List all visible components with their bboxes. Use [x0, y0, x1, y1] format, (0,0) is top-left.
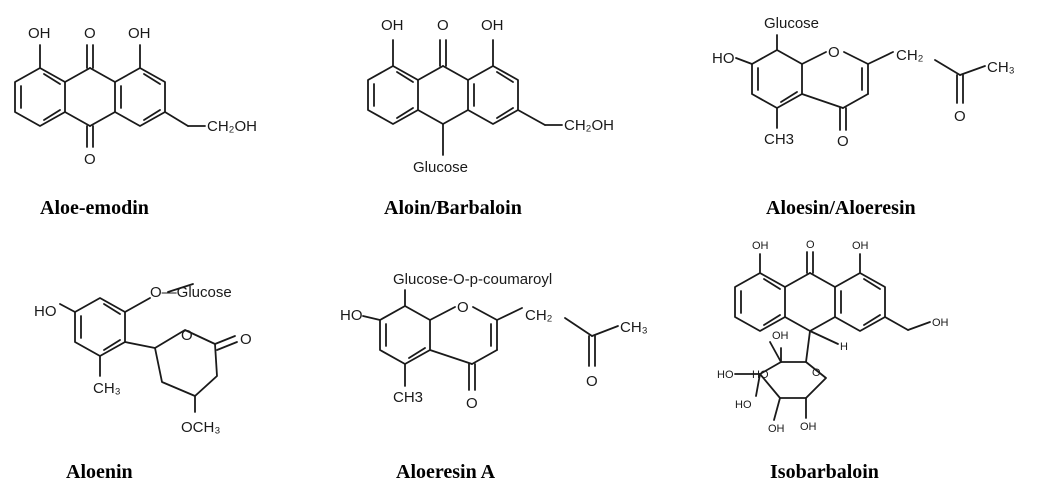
compound-name: Aloeresin A: [396, 461, 496, 483]
oh-label: OH: [852, 240, 869, 252]
structure-aloe-emodin: OH OH O O CH₂OH Aloe-emodin: [14, 25, 257, 219]
ch3-label: CH3: [764, 131, 794, 148]
ch3-label: CH₃: [93, 380, 121, 397]
ch3-label: CH₃: [987, 59, 1015, 76]
structure-isobarbaloin: OH OH O OH H HO O OH HO OH OH HO Isobarb…: [717, 239, 949, 483]
structure-aloesin: Glucose HO O CH₂ CH₃ O O CH3 Aloesin/Alo…: [712, 15, 1015, 219]
carbonyl-o-label: O: [84, 151, 96, 168]
oh-label: OH: [381, 17, 404, 34]
sugar-ho-label: HO: [752, 369, 769, 381]
ho-label: HO: [34, 303, 57, 320]
h-label: H: [840, 341, 848, 353]
carbonyl-o-label: O: [837, 133, 849, 150]
glucose-label: Glucose: [764, 15, 819, 32]
sugar-o-label: O: [812, 367, 821, 379]
oh-label: OH: [752, 240, 769, 252]
ketone-o-label: O: [954, 108, 966, 125]
structure-aloin: OH OH O CH₂OH Glucose Aloin/Barbaloin: [367, 17, 614, 219]
ketone-o-label: O: [586, 373, 598, 390]
compound-name: Isobarbaloin: [770, 461, 879, 483]
och3-label: OCH₃: [181, 419, 220, 436]
lactone-o-label: O: [240, 331, 252, 348]
o-glucose-label: O—Glucose: [150, 284, 232, 301]
structure-aloenin: HO O—Glucose CH₃ O O OCH₃ Aloenin: [34, 283, 252, 483]
glucose-label: Glucose: [413, 159, 468, 176]
sugar-oh-label: OH: [800, 421, 817, 433]
sugar-ho-label: HO: [717, 369, 734, 381]
oh-label: OH: [28, 25, 51, 42]
ho-label: HO: [340, 307, 363, 324]
oh-label: OH: [932, 317, 949, 329]
ring-o-label: O: [457, 299, 469, 316]
compound-name: Aloin/Barbaloin: [384, 197, 522, 219]
compound-name: Aloenin: [66, 461, 133, 483]
carbonyl-o-label: O: [437, 17, 449, 34]
ring-o-label: O: [181, 327, 193, 344]
ring-o-label: O: [828, 44, 840, 61]
sugar-oh-label: OH: [768, 423, 785, 435]
carbonyl-o-label: O: [806, 239, 815, 251]
glucose-label: Glucose-O-p-coumaroyl: [393, 271, 552, 288]
oh-label: OH: [481, 17, 504, 34]
ch3-label: CH₃: [620, 319, 648, 336]
compound-name: Aloe-emodin: [40, 197, 149, 219]
oh-label: OH: [128, 25, 151, 42]
carbonyl-o-label: O: [84, 25, 96, 42]
ch3-label: CH3: [393, 389, 423, 406]
ho-label: HO: [712, 50, 735, 67]
sugar-ho-label: HO: [735, 399, 752, 411]
ch2-label: CH₂: [896, 47, 924, 64]
ch2oh-label: CH₂OH: [564, 117, 614, 134]
compound-name: Aloesin/Aloeresin: [766, 197, 916, 219]
carbonyl-o-label: O: [466, 395, 478, 412]
sugar-oh-label: OH: [772, 330, 789, 342]
ch2-label: CH₂: [525, 307, 553, 324]
ch2oh-label: CH₂OH: [207, 118, 257, 135]
structure-aloeresin-a: Glucose-O-p-coumaroyl HO O CH₂ CH₃ O O C…: [340, 271, 648, 483]
